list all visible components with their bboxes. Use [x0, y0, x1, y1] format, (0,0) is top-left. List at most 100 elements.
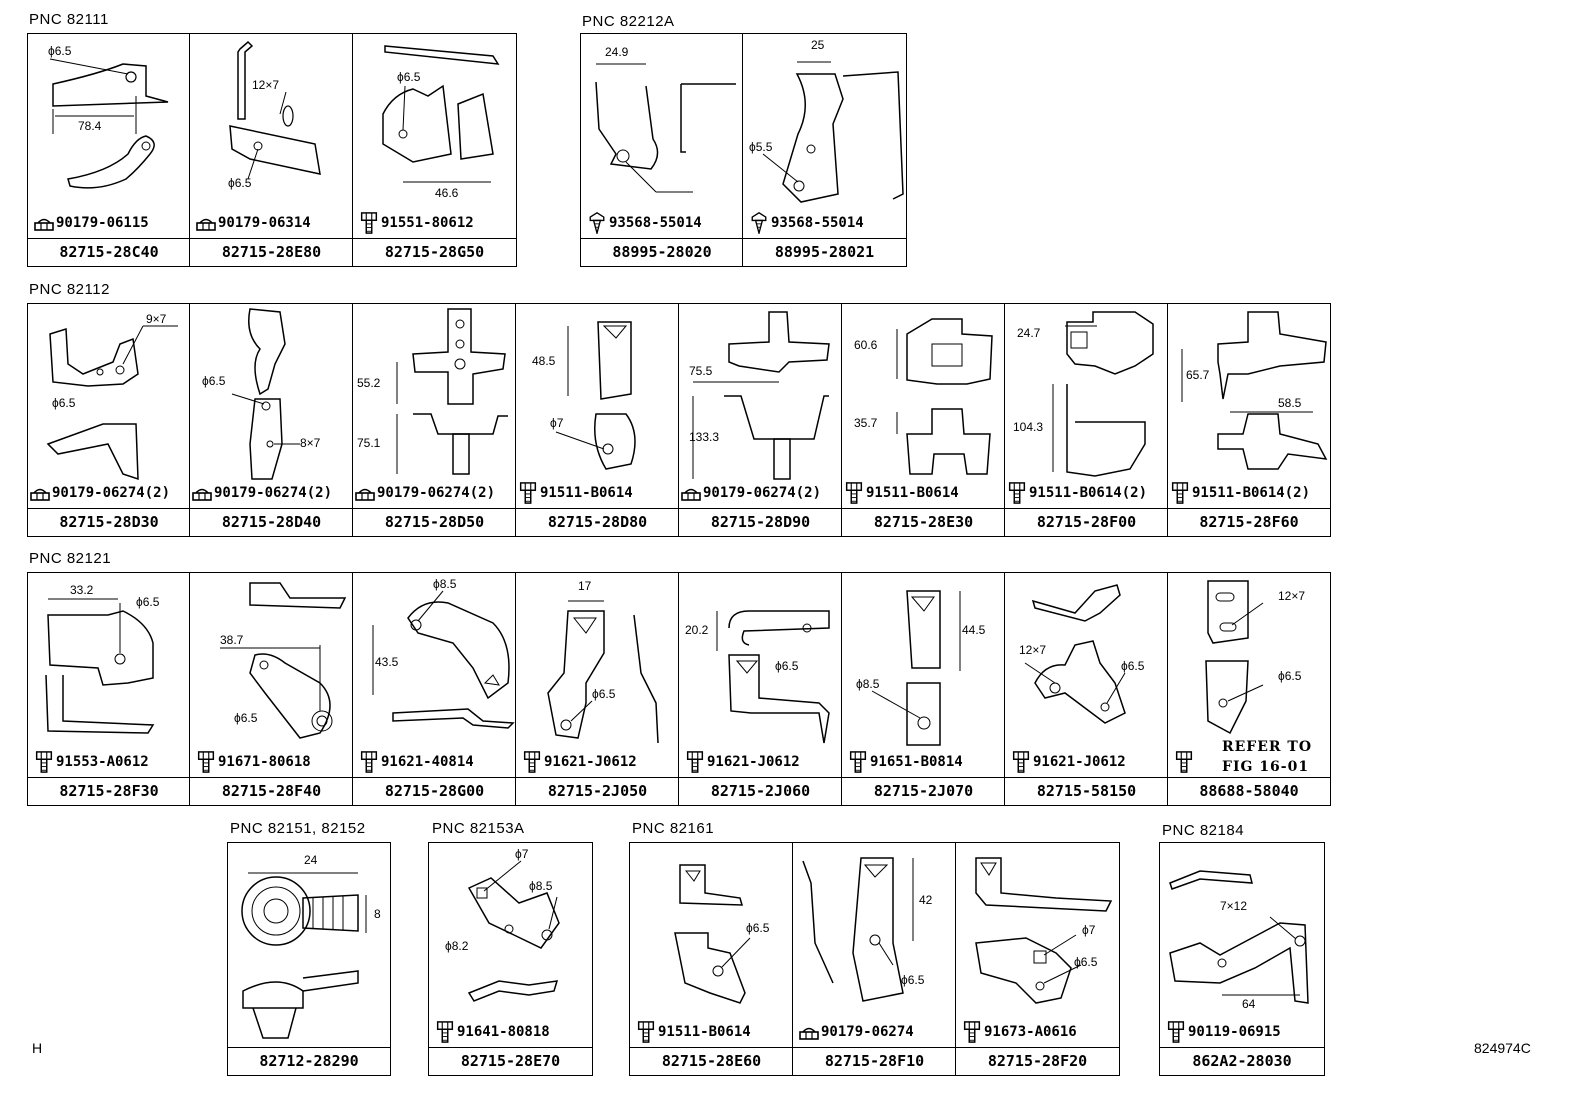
group-label-82161: PNC 82161 — [632, 820, 715, 837]
part-number[interactable]: 82712-28290 — [228, 1047, 390, 1075]
part-cell-e5[interactable]: 20.2 ϕ6.5 91621-J0612 82715-2J060 — [678, 572, 843, 806]
part-number[interactable]: 82715-28D90 — [679, 508, 842, 536]
part-number[interactable]: 82715-28G00 — [353, 777, 516, 805]
part-cell-d1[interactable]: 9×7 ϕ6.5 90179-06274(2) 82715-28D30 — [27, 303, 191, 537]
part-number[interactable]: 82715-28F10 — [793, 1047, 956, 1075]
part-number[interactable]: 82715-2J060 — [679, 777, 842, 805]
dim-label: 65.7 — [1186, 368, 1210, 382]
figure-code: 824974C — [1474, 1040, 1531, 1056]
fastener[interactable]: 91621-J0612 — [1011, 751, 1126, 773]
part-cell-f5[interactable]: ϕ7 ϕ6.5 91673-A0616 82715-28F20 — [955, 842, 1120, 1076]
bolt-icon — [359, 212, 379, 234]
part-cell-f6[interactable]: 7×12 64 90119-06915 862A2-28030 — [1159, 842, 1325, 1076]
dim-label: ϕ8.5 — [529, 879, 553, 893]
fastener-number: 91511-B0614 — [866, 485, 959, 501]
dim-label: 42 — [919, 893, 933, 907]
part-cell-f2[interactable]: ϕ7 ϕ8.5 ϕ8.2 91641-80818 82715-28E70 — [428, 842, 593, 1076]
nut-icon — [355, 482, 375, 504]
fastener[interactable]: 90179-06274(2) — [355, 482, 495, 504]
part-cell-f1[interactable]: 24 8 82712-28290 — [227, 842, 391, 1076]
part-number[interactable]: 88995-28021 — [743, 238, 906, 266]
bracket-drawing — [49, 58, 169, 189]
fastener[interactable]: 91511-B0614 — [518, 482, 633, 504]
part-cell-f4[interactable]: 42 ϕ6.5 90179-06274 82715-28F10 — [792, 842, 957, 1076]
part-cell-d3[interactable]: 55.2 75.1 90179-06274(2) 82715-28D50 — [352, 303, 517, 537]
fastener[interactable]: 91621-40814 — [359, 751, 474, 773]
fastener[interactable]: 91511-B0614 — [844, 482, 959, 504]
fastener[interactable]: 91673-A0616 — [962, 1021, 1077, 1043]
part-cell-d8[interactable]: 65.7 58.5 91511-B0614(2) 82715-28F60 — [1167, 303, 1331, 537]
part-cell-d6[interactable]: 60.6 35.7 91511-B0614 82715-28E30 — [841, 303, 1006, 537]
part-number[interactable]: 82715-28F00 — [1005, 508, 1168, 536]
part-number[interactable]: 82715-28D50 — [353, 508, 516, 536]
part-number[interactable]: 82715-28D40 — [190, 508, 353, 536]
part-number[interactable]: 862A2-28030 — [1160, 1047, 1324, 1075]
dim-label: 78.4 — [78, 119, 102, 133]
part-number[interactable]: 82715-28G50 — [353, 238, 516, 266]
part-number[interactable]: 82715-28D30 — [28, 508, 190, 536]
fastener[interactable]: 90179-06274(2) — [681, 482, 821, 504]
fastener[interactable]: 91511-B0614 — [636, 1021, 751, 1043]
part-number[interactable]: 82715-2J050 — [516, 777, 679, 805]
fastener[interactable]: 91621-J0612 — [522, 751, 637, 773]
part-number[interactable]: 82715-28D80 — [516, 508, 679, 536]
part-cell-f3[interactable]: ϕ6.5 91511-B0614 82715-28E60 — [629, 842, 794, 1076]
part-cell-d5[interactable]: 75.5 133.3 90179-06274(2) 82715-28D90 — [678, 303, 843, 537]
fastener[interactable]: 91511-B0614(2) — [1170, 482, 1310, 504]
part-cell-d2[interactable]: ϕ6.5 8×7 90179-06274(2) 82715-28D40 — [189, 303, 354, 537]
bolt-icon — [359, 751, 379, 773]
fastener[interactable]: 90179-06274(2) — [30, 482, 170, 504]
fastener[interactable]: 91651-B0814 — [848, 751, 963, 773]
fastener-number: 93568-55014 — [771, 215, 864, 231]
part-cell-c5[interactable]: 25 ϕ5.5 93568-55014 88995-28021 — [742, 33, 907, 267]
part-number[interactable]: 82715-28E70 — [429, 1047, 592, 1075]
fastener[interactable]: 93568-55014 — [749, 212, 864, 234]
part-number[interactable]: 82715-28E60 — [630, 1047, 793, 1075]
part-cell-c2[interactable]: 12×7 ϕ6.5 90179-06314 82715-28E80 — [189, 33, 354, 267]
fastener[interactable]: 93568-55014 — [587, 212, 702, 234]
fastener[interactable]: 90179-06115 — [34, 212, 149, 234]
part-cell-e4[interactable]: 17 ϕ6.5 91621-J0612 82715-2J050 — [515, 572, 680, 806]
part-cell-d4[interactable]: 48.5 ϕ7 91511-B0614 82715-28D80 — [515, 303, 680, 537]
fastener[interactable]: 91551-80612 — [359, 212, 474, 234]
part-cell-e6[interactable]: 44.5 ϕ8.5 91651-B0814 82715-2J070 — [841, 572, 1006, 806]
part-cell-e8[interactable]: 12×7 ϕ6.5 REFER TO FIG 16-01 88688-58040 — [1167, 572, 1331, 806]
fastener[interactable]: 91511-B0614(2) — [1007, 482, 1147, 504]
part-number[interactable]: 88688-58040 — [1168, 777, 1330, 805]
bracket-drawing — [46, 325, 178, 481]
bracket-drawing — [382, 45, 500, 183]
part-number[interactable]: 82715-28F30 — [28, 777, 190, 805]
fastener-number: 93568-55014 — [609, 215, 702, 231]
dim-label: 7×12 — [1220, 899, 1248, 913]
part-number[interactable]: 82715-28F40 — [190, 777, 353, 805]
bolt-icon — [1170, 482, 1190, 504]
bolt-icon — [435, 1021, 455, 1043]
part-cell-e2[interactable]: 38.7 ϕ6.5 91671-80618 82715-28F40 — [189, 572, 354, 806]
part-number[interactable]: 82715-28F20 — [956, 1047, 1119, 1075]
fastener[interactable]: 91553-A0612 — [34, 751, 149, 773]
part-cell-e7[interactable]: 12×7 ϕ6.5 91621-J0612 82715-58150 — [1004, 572, 1169, 806]
fastener[interactable]: 91621-J0612 — [685, 751, 800, 773]
fastener[interactable]: 90179-06314 — [196, 212, 311, 234]
part-cell-c1[interactable]: ϕ6.5 78.4 90179-06115 82715-28C40 — [27, 33, 191, 267]
part-number[interactable]: 82715-28C40 — [28, 238, 190, 266]
bolt-icon — [1174, 751, 1194, 773]
fastener[interactable]: 91641-80818 — [435, 1021, 550, 1043]
part-number[interactable]: 82715-58150 — [1005, 777, 1168, 805]
fastener[interactable]: 91671-80618 — [196, 751, 311, 773]
fastener[interactable]: 90179-06274 — [799, 1021, 914, 1043]
part-cell-e3[interactable]: ϕ8.5 43.5 91621-40814 82715-28G00 — [352, 572, 517, 806]
part-cell-d7[interactable]: 24.7 104.3 91511-B0614(2) 82715-28F00 — [1004, 303, 1169, 537]
part-cell-c4[interactable]: 24.9 93568-55014 88995-28020 — [580, 33, 744, 267]
part-number[interactable]: 82715-28E80 — [190, 238, 353, 266]
part-cell-e1[interactable]: 33.2 ϕ6.5 91553-A0612 82715-28F30 — [27, 572, 191, 806]
part-number[interactable]: 82715-28F60 — [1168, 508, 1330, 536]
fastener-number: 91641-80818 — [457, 1024, 550, 1040]
part-number[interactable]: 88995-28020 — [581, 238, 743, 266]
part-number[interactable]: 82715-2J070 — [842, 777, 1005, 805]
part-cell-c3[interactable]: ϕ6.5 46.6 91551-80612 82715-28G50 — [352, 33, 517, 267]
dim-label: ϕ6.5 — [52, 396, 76, 410]
fastener[interactable]: 90119-06915 — [1166, 1021, 1281, 1043]
fastener[interactable]: 90179-06274(2) — [192, 482, 332, 504]
part-number[interactable]: 82715-28E30 — [842, 508, 1005, 536]
